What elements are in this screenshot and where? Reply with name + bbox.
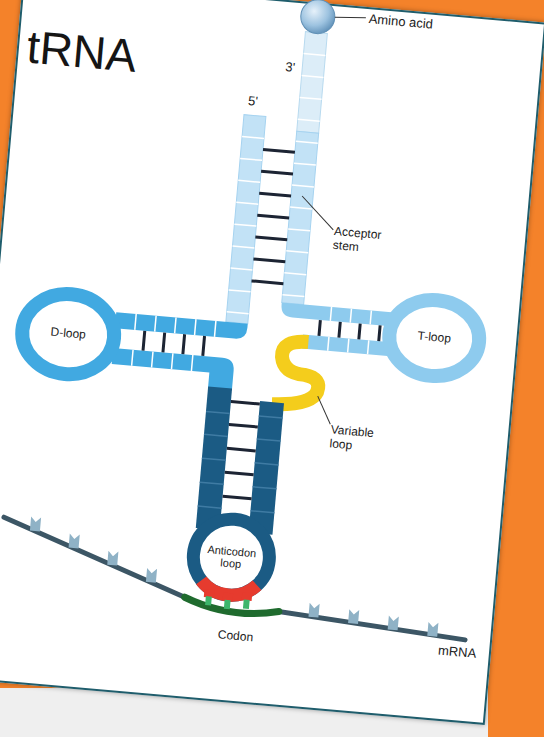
strand-segments [227, 49, 326, 319]
base-pair-rungs [252, 149, 295, 283]
part-label: mRNA [437, 644, 488, 663]
anticodon-strand [196, 387, 232, 531]
leader-line [299, 196, 336, 230]
leader-line [315, 396, 332, 424]
loop-node: D-loop [11, 283, 125, 386]
base-pair-rungs [143, 331, 205, 356]
part-label: 3' [285, 60, 308, 77]
three-prime-strand [297, 32, 328, 134]
variable-loop-strand [272, 339, 322, 408]
loop-ring [19, 290, 118, 378]
mrna-bases [24, 517, 445, 637]
base-pair-rungs [319, 320, 380, 341]
loop-ring [190, 516, 272, 598]
leader-line [335, 15, 366, 20]
t-arm-strand [281, 303, 392, 327]
base-pairing [205, 596, 250, 611]
t-arm-strand [302, 335, 389, 356]
part-label: Codon [200, 627, 271, 647]
base-pair-rungs [223, 402, 260, 499]
loop-node: T-loop [379, 289, 490, 388]
loop-ring [386, 296, 482, 380]
part-label: Variable loop [329, 423, 387, 455]
part-label: Acceptor stem [332, 225, 396, 258]
strand-segments [328, 307, 372, 354]
mrna-strand [0, 517, 472, 640]
strand-segments [132, 314, 216, 373]
amino-acid-sphere [299, 0, 336, 35]
part-label: Amino acid [368, 12, 459, 35]
diagram-title: tRNA [25, 24, 138, 79]
acceptor-strand [226, 115, 266, 324]
part-label: 5' [247, 94, 270, 111]
loop-label: Anticodon loop [201, 543, 261, 572]
loop-label-group: Anticodon loop [201, 543, 261, 572]
anticodon-strand [249, 401, 284, 535]
